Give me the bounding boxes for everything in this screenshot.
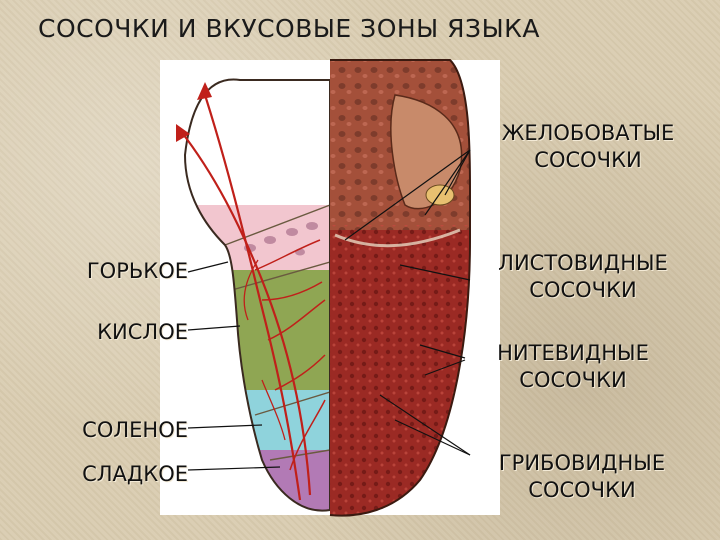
label-sour: КИСЛОЕ <box>48 319 188 346</box>
label-circumvallate-line2: СОСОЧКИ <box>468 147 708 174</box>
label-filiform-line2: СОСОЧКИ <box>458 367 688 394</box>
label-circumvallate-papillae: ЖЕЛОБОВАТЫЕ СОСОЧКИ <box>468 120 708 174</box>
label-foliate-papillae: ЛИСТОВИДНЫЕ СОСОЧКИ <box>458 250 708 304</box>
label-sweet: СЛАДКОЕ <box>48 461 188 488</box>
label-foliate-line2: СОСОЧКИ <box>458 277 708 304</box>
label-filiform-papillae: НИТЕВИДНЫЕ СОСОЧКИ <box>458 340 688 394</box>
label-fungiform-line2: СОСОЧКИ <box>462 477 702 504</box>
label-salty: СОЛЕНОЕ <box>48 417 188 444</box>
label-foliate-line1: ЛИСТОВИДНЫЕ <box>458 250 708 277</box>
label-filiform-line1: НИТЕВИДНЫЕ <box>458 340 688 367</box>
label-fungiform-papillae: ГРИБОВИДНЫЕ СОСОЧКИ <box>462 450 702 504</box>
label-fungiform-line1: ГРИБОВИДНЫЕ <box>462 450 702 477</box>
label-bitter: ГОРЬКОЕ <box>48 258 188 285</box>
label-circumvallate-line1: ЖЕЛОБОВАТЫЕ <box>468 120 708 147</box>
